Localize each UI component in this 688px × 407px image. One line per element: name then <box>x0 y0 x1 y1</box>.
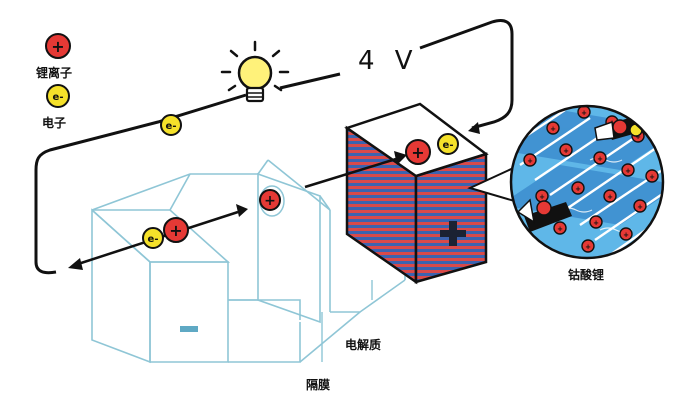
voltage-label: 4 V <box>358 46 419 76</box>
label-leader-lines <box>321 280 373 362</box>
svg-text:+: + <box>550 125 556 133</box>
external-circuit-wire-top <box>279 19 514 130</box>
svg-text:+: + <box>597 155 603 163</box>
external-circuit-wire <box>34 93 247 275</box>
svg-text:+: + <box>563 147 569 155</box>
cathode-material-label: 钴酸锂 <box>568 268 605 282</box>
svg-text:+: + <box>539 193 545 201</box>
svg-text:+: + <box>593 219 599 227</box>
anode-minus-sign <box>180 326 198 332</box>
cathode-zoom-circle: ++ ++ ++ ++ ++ ++ ++ ++ + <box>509 104 665 260</box>
anode-lithium-ion: + <box>163 217 189 243</box>
cell-outline <box>91 159 406 364</box>
svg-text:+: + <box>585 243 591 251</box>
svg-text:+: + <box>264 193 276 209</box>
cathode-lithium-ion: + <box>405 139 431 165</box>
svg-text:+: + <box>625 167 631 175</box>
svg-text:+: + <box>581 109 587 117</box>
wire-arrowhead <box>468 122 480 134</box>
svg-text:+: + <box>635 133 641 141</box>
cathode-block <box>344 102 489 285</box>
cathode-electron: e- <box>437 133 459 155</box>
svg-text:+: + <box>649 173 655 181</box>
svg-text:e-: e- <box>443 140 454 151</box>
svg-text:+: + <box>527 157 533 165</box>
cathode-plus-sign <box>440 221 466 246</box>
light-bulb-icon <box>220 40 290 103</box>
svg-text:+: + <box>411 143 424 162</box>
svg-text:e-: e- <box>166 121 177 132</box>
ion-transport-arrow <box>68 151 407 270</box>
anode-electron: e- <box>142 227 164 249</box>
svg-text:e-: e- <box>148 234 159 245</box>
legend-electron-label: 电子 <box>42 116 67 130</box>
svg-text:+: + <box>637 203 643 211</box>
svg-text:+: + <box>557 225 563 233</box>
svg-text:+: + <box>169 221 182 240</box>
separator-lithium-ion: + <box>259 185 285 217</box>
svg-text:+: + <box>607 193 613 201</box>
svg-text:e-: e- <box>53 92 64 103</box>
zoom-ions <box>523 106 659 253</box>
separator-label: 隔膜 <box>306 378 331 392</box>
electron-on-wire: e- <box>160 114 182 136</box>
legend-lithium-ion-icon: + <box>45 33 71 59</box>
electrolyte-label: 电解质 <box>345 338 382 352</box>
svg-text:+: + <box>51 37 64 56</box>
legend-lithium-ion-label: 锂离子 <box>36 66 73 80</box>
svg-text:+: + <box>575 185 581 193</box>
legend-electron-icon: e- <box>46 84 70 108</box>
svg-text:+: + <box>623 231 629 239</box>
